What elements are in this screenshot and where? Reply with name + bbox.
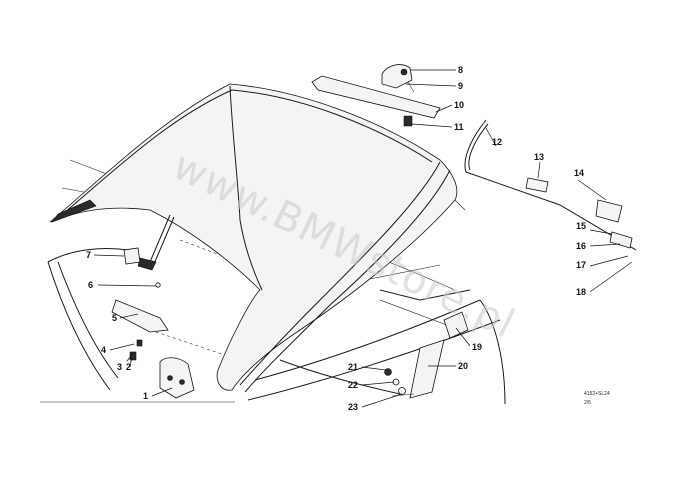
seal-strip (464, 119, 637, 251)
callout-labels: 1 2 3 4 5 6 7 8 9 10 11 12 13 14 15 16 1… (86, 65, 586, 412)
callout-20: 20 (458, 361, 468, 371)
callout-8: 8 (458, 65, 463, 75)
callout-10: 10 (454, 100, 464, 110)
lock-assembly (311, 64, 441, 127)
callout-13: 13 (534, 152, 544, 162)
leader-lines (93, 69, 633, 408)
callout-11: 11 (454, 122, 464, 132)
callout-21: 21 (348, 362, 358, 372)
hinge-assembly (111, 247, 195, 399)
reference-code: 4152+SL24 (584, 391, 610, 397)
callout-4: 4 (101, 345, 106, 355)
callout-18: 18 (576, 287, 586, 297)
callout-22: 22 (348, 380, 358, 390)
sheet-number: 2/5 (584, 400, 591, 406)
callout-2: 2 (126, 362, 131, 372)
callout-12: 12 (492, 137, 502, 147)
callout-5: 5 (112, 313, 117, 323)
striker-assembly (384, 311, 469, 399)
callout-16: 16 (576, 241, 586, 251)
callout-9: 9 (458, 81, 463, 91)
callout-17: 17 (576, 260, 586, 270)
callout-6: 6 (88, 280, 93, 290)
roof-panel (49, 83, 466, 395)
callout-15: 15 (576, 221, 586, 231)
callout-3: 3 (117, 362, 122, 372)
callout-7: 7 (86, 250, 91, 260)
prop-rod (137, 214, 175, 271)
callout-23: 23 (348, 402, 358, 412)
callout-19: 19 (472, 342, 482, 352)
callout-14: 14 (574, 168, 584, 178)
callout-1: 1 (143, 391, 148, 401)
